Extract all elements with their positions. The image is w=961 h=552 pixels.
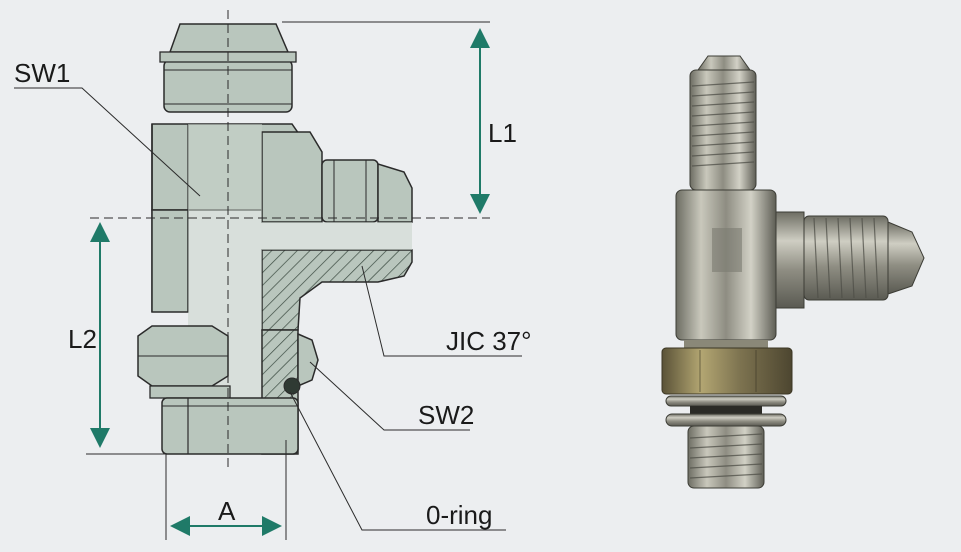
tee-fitting-photo [661, 55, 925, 489]
fitting-cross-section [90, 10, 490, 470]
side-flare-nose [377, 162, 413, 223]
label-a: A [218, 496, 236, 526]
bottom-stud [161, 397, 299, 455]
side-branch-upper [261, 131, 323, 223]
top-flare-nose [168, 23, 290, 53]
label-oring: 0-ring [426, 500, 492, 530]
label-sw2: SW2 [418, 400, 474, 430]
label-sw1: SW1 [14, 58, 70, 88]
dimension-lines [86, 21, 490, 540]
label-l2: L2 [68, 324, 97, 354]
label-jic: JIC 37° [446, 326, 532, 356]
side-branch-hatched [261, 249, 413, 331]
o-ring [283, 377, 301, 395]
leader-lines [14, 87, 522, 531]
side-thread [321, 159, 379, 223]
locknut-right-profile [297, 332, 319, 388]
label-l1: L1 [488, 118, 517, 148]
